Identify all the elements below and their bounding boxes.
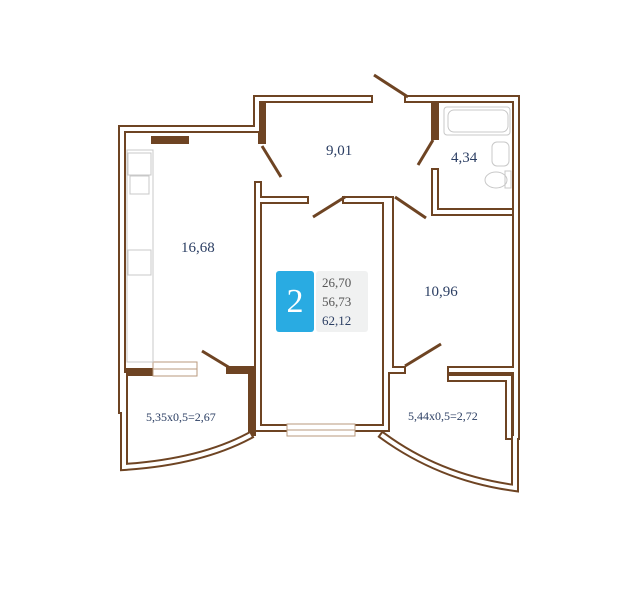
bathtub-icon	[443, 106, 511, 136]
rooms-count-badge: 2	[276, 271, 314, 332]
area-summary: 26,70 56,73 62,12	[316, 271, 368, 332]
area-without-balcony: 56,73	[322, 294, 352, 309]
room-area-balcony-left: 5,35x0,5=2,67	[146, 410, 216, 424]
bathroom-fixtures	[443, 106, 512, 189]
kitchen-fixtures	[126, 149, 154, 363]
stove-icon	[127, 249, 152, 276]
room-area-balcony-right: 5,44x0,5=2,72	[408, 409, 478, 423]
sink-icon	[127, 152, 152, 176]
doors	[201, 73, 442, 370]
walls-inner	[120, 97, 518, 491]
room-area-bedroom: 10,96	[424, 284, 458, 300]
toilet-icon	[484, 171, 508, 189]
windows	[152, 361, 356, 437]
room-area-hall: 9,01	[326, 143, 353, 159]
room-area-kitchen: 16,68	[181, 240, 215, 256]
washbasin-icon	[491, 141, 510, 167]
room-area-bathroom: 4,34	[451, 150, 478, 166]
living-area: 26,70	[322, 275, 352, 290]
total-area: 62,12	[322, 313, 352, 328]
